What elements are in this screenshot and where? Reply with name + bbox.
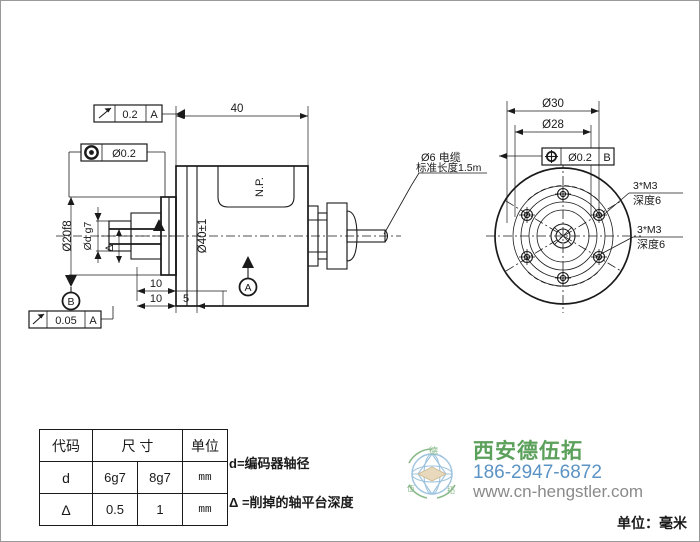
callout-2-line-2: 深度6 [637,237,665,251]
gdt-frame-position: Ø0.2 B [499,147,615,166]
label-shaft-diameter: Ød g7 [82,222,94,251]
gdt-runout-top-value: 0.2 [122,109,137,121]
table-header-row: 代码 尺 寸 单位 [39,429,228,462]
cable-leader-line [383,185,412,235]
front-view: Ø30 Ø28 Ø0.2 B [486,98,683,313]
label-nameplate: N.P. [254,177,266,197]
front-circle-r26 [536,209,590,263]
cable-stub [346,229,386,243]
label-flat-depth: Δ [104,244,116,252]
globe-logo-icon: 德 伍 拓 [407,445,456,499]
arrow-10b-right [168,303,176,309]
callout-2-leader [600,236,634,255]
gdt-frame-concentricity: Ø0.2 [68,143,166,197]
label-step-dim-2: 10 [150,293,162,305]
unit-note: 单位：毫米 [617,515,687,531]
label-body-diameter: Ø40±1 [197,219,209,253]
datum-a-label: A [244,282,251,294]
callout-1-line-2: 深度6 [633,193,661,207]
label-step-dim-1: 10 [150,278,162,290]
arrow-d30-left [507,108,515,114]
arrow-shaft-bottom [94,251,102,259]
front-centerline-diag-1 [505,200,622,272]
row-1-unit: mm [182,493,228,526]
arrow-d20-top [67,197,75,205]
arrow-5-right [197,303,205,309]
brand-block: 德 伍 拓 西安德伍拓 186-2947-6872 www.cn-hengstl… [401,440,644,503]
hub-hatch-2 [553,226,573,246]
brand-name: 西安德伍拓 [473,440,583,463]
front-outer-circle [494,167,632,305]
front-shaft-circle [555,228,571,244]
header-dimension: 尺 寸 [92,429,183,462]
datum-b-callout: B [61,275,81,311]
row-0-val-1: 6g7 [92,461,138,494]
gdt-position-value: Ø0.2 [568,152,592,164]
arrow-shaft-top [94,213,102,221]
gland-nose [346,210,358,262]
row-0-unit: mm [182,461,228,494]
cable-leader-line-2 [410,172,420,187]
gdt-concentricity-value: Ø0.2 [112,148,136,160]
gdt-runout-bottom-value: 0.05 [55,315,76,327]
svg-text:拓: 拓 [447,485,455,495]
row-1-val-2: 1 [137,493,183,526]
callout-1-line-1: 3*M3 [633,180,658,192]
front-hub-circle [550,223,576,249]
row-0-code: d [39,461,93,494]
label-inner-bolt-circle: Ø28 [542,119,564,131]
brand-url: www.cn-hengstler.com [473,481,644,501]
hidden-arc-bottom [527,271,599,287]
arrow-d28-left [515,129,523,135]
label-flange-diameter: Ø20f8 [62,220,74,251]
table-row: d 6g7 8g7 mm [39,461,228,494]
arrow-10a-right [168,288,176,294]
svg-text:伍: 伍 [407,483,415,493]
row-1-code: Δ [39,493,93,526]
label-cable-length: 标准长度1.5m [416,161,482,174]
gdt-runout-top-datum: A [150,109,158,121]
legend-notes: d=编码器轴径 Δ =削掉的轴平台深度 [229,453,354,511]
spec-table: 代码 尺 寸 单位 d 6g7 8g7 mm Δ 0.5 1 mm [39,429,228,526]
callout-2-line-1: 3*M3 [637,224,662,236]
datum-a-callout: A [238,256,258,297]
label-outer-bolt-circle: Ø30 [542,98,564,110]
arrow-10b-left [137,303,145,309]
brand-phone: 186-2947-6872 [473,462,602,484]
front-centerline-diag-2 [505,200,622,272]
legend-line-1: d=编码器轴径 [229,456,310,471]
nameplate-pocket [217,166,295,208]
arrow-d30-right [591,108,599,114]
arrow-len-right [300,113,308,119]
gdt-position-datum: B [603,152,610,164]
arrow-d28-right [583,129,591,135]
mounting-hole-group [519,186,607,286]
label-cable-spec: Ø6 电缆 [421,151,461,164]
label-overall-length: 40 [231,103,244,115]
datum-a-triangle [153,219,165,231]
gdt-runout-bottom-datum: A [89,315,97,327]
brand-text-group: 西安德伍拓 186-2947-6872 www.cn-hengstler.com [473,440,644,501]
row-1-val-1: 0.5 [92,493,138,526]
callout-1-leader [600,192,630,218]
label-step-dim-3: 5 [183,293,189,305]
datum-b-label: B [67,296,74,308]
row-0-val-2: 8g7 [137,461,183,494]
gdt-frame-runout-bottom: 0.05 A [28,306,114,329]
arrow-10a-left [137,288,145,294]
table-row: Δ 0.5 1 mm [39,493,228,526]
legend-line-2: Δ =削掉的轴平台深度 [229,495,354,510]
gdt-frame-runout-top: 0.2 A [93,104,185,123]
header-code: 代码 [39,429,93,462]
arrow-flat-bottom [116,256,122,263]
arrow-flat-top [116,229,122,236]
header-unit: 单位 [182,429,228,462]
svg-text:德: 德 [429,445,438,456]
